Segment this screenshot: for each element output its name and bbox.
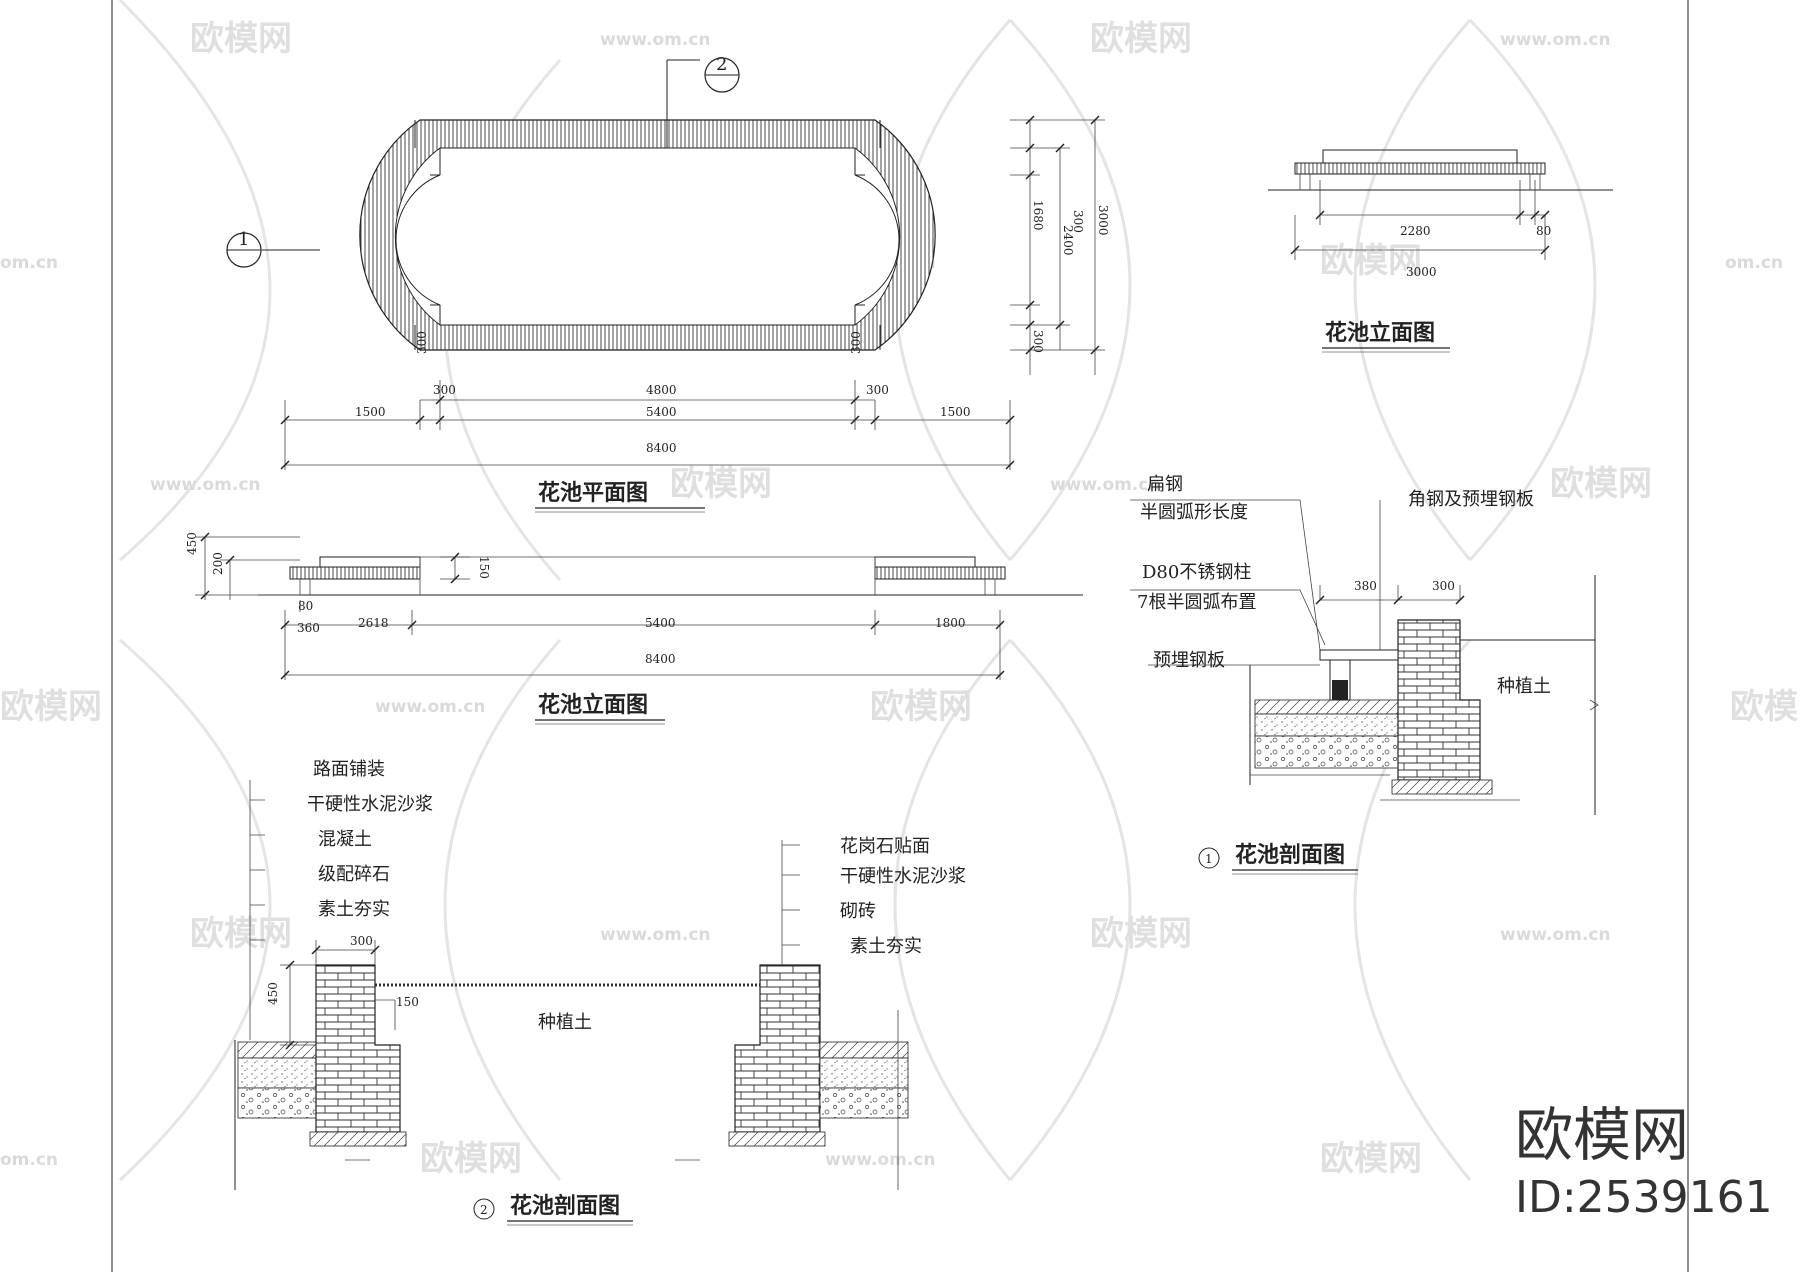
annotation-label: 花岗石贴面 xyxy=(840,836,930,857)
annotation-label: 路面铺装 xyxy=(313,759,385,780)
plan-view: 2 1 1500 300 4800 300 1500 5400 8400 300… xyxy=(226,54,1110,513)
dimension-label: 300 xyxy=(866,383,889,397)
watermark-text: 欧模网 xyxy=(420,1139,522,1179)
drawing-title: 花池立面图 xyxy=(538,692,648,718)
dimension-label: 8400 xyxy=(646,441,677,455)
watermark-text: 欧模网 xyxy=(1550,464,1652,504)
watermark-url: www.om.cn xyxy=(375,697,486,717)
dimension-label: 2280 xyxy=(1400,224,1431,238)
elevation-short: 2280 80 3000 花池立面图 xyxy=(1268,149,1613,353)
annotation-label: 砌砖 xyxy=(840,901,876,922)
watermark-text: 欧模网 xyxy=(1320,241,1422,281)
dimension-label: 300 xyxy=(849,331,863,354)
brand-logo-text: 欧模网 xyxy=(1515,1101,1689,1169)
watermark-url: www.om.cn xyxy=(600,30,711,50)
dimension-label: 150 xyxy=(477,556,491,579)
dimension-label: 80 xyxy=(1536,224,1551,238)
annotation-label: 种植土 xyxy=(1497,676,1551,697)
callout-label: 1 xyxy=(238,229,249,250)
dimension-label: 300 xyxy=(1031,330,1045,353)
watermark-url: www.om.cn xyxy=(825,1150,936,1170)
dimension-label: 300 xyxy=(1071,210,1085,233)
annotation-label: D80不锈钢柱 xyxy=(1142,562,1251,583)
dimension-label: 4800 xyxy=(646,383,677,397)
watermark-text: 欧模网 xyxy=(670,464,772,504)
watermark-url: om.cn xyxy=(0,253,58,273)
drawing-title: 花池剖面图 xyxy=(1235,842,1345,868)
dimension-label: 300 xyxy=(433,383,456,397)
annotation-label: 级配碎石 xyxy=(318,864,390,885)
annotation-label: 素土夯实 xyxy=(318,899,390,920)
watermark-url: www.om.cn xyxy=(150,475,261,495)
dimension-label: 5400 xyxy=(646,405,677,419)
watermark-text: 欧模网 xyxy=(190,19,292,59)
section-marker xyxy=(1198,847,1220,869)
annotation-label: 预埋钢板 xyxy=(1153,650,1225,671)
annotation-label: 种植土 xyxy=(538,1012,592,1033)
watermark-url: www.om.cn xyxy=(600,925,711,945)
annotation-label: 半圆弧形长度 xyxy=(1140,502,1248,523)
dimension-label: 3000 xyxy=(1096,205,1110,236)
drawing-title: 花池剖面图 xyxy=(510,1193,620,1219)
drawing-title: 花池平面图 xyxy=(538,480,648,506)
section-2: 300 450 150 路面铺装 干硬性水泥沙浆 混凝土 级配碎石 素土夯实 花… xyxy=(234,759,966,1226)
dimension-label: 1500 xyxy=(355,405,386,419)
watermark-text: 欧模网 xyxy=(1730,687,1800,727)
dimension-label: 1680 xyxy=(1031,200,1045,231)
section-marker-label: 2 xyxy=(480,1203,488,1217)
watermark-url: om.cn xyxy=(1725,253,1783,273)
watermark-url: www.om.cn xyxy=(1500,30,1611,50)
dimension-label: 360 xyxy=(297,621,320,635)
section-marker xyxy=(473,1198,495,1220)
watermark-text: 欧模网 xyxy=(870,687,972,727)
annotation-label: 7根半圆弧布置 xyxy=(1137,592,1256,613)
watermark-text: 欧模网 xyxy=(1090,19,1192,59)
dimension-label: 1800 xyxy=(935,616,966,630)
callout-label: 2 xyxy=(716,54,727,75)
dimension-label: 5400 xyxy=(645,616,676,630)
annotation-label: 干硬性水泥沙浆 xyxy=(840,866,966,887)
dimension-label: 450 xyxy=(185,532,199,555)
drawing-title: 花池立面图 xyxy=(1325,320,1435,346)
watermark-text: 欧模网 xyxy=(1320,1139,1422,1179)
elevation-long: 450 200 150 80 360 2618 5400 1800 8400 花… xyxy=(185,532,1083,725)
dimension-label: 300 xyxy=(1432,579,1455,593)
watermark-text: 欧模网 xyxy=(190,914,292,954)
dimension-label: 2618 xyxy=(358,616,389,630)
watermark-text: 欧模网 xyxy=(1090,914,1192,954)
dimension-label: 80 xyxy=(298,599,313,613)
annotation-label: 混凝土 xyxy=(318,829,372,850)
watermark-text: 欧模网 xyxy=(0,687,102,727)
watermark-url: www.om.cn xyxy=(1500,925,1611,945)
dimension-label: 150 xyxy=(396,995,419,1009)
section-marker-label: 1 xyxy=(1205,852,1213,866)
dimension-label: 300 xyxy=(350,934,373,948)
annotation-label: 扁钢 xyxy=(1147,474,1183,495)
dimension-label: 380 xyxy=(1354,579,1377,593)
dimension-label: 3000 xyxy=(1406,265,1437,279)
dimension-label: 8400 xyxy=(645,652,676,666)
dimension-label: 300 xyxy=(415,331,429,354)
dimension-label: 200 xyxy=(211,552,225,575)
annotation-label: 素土夯实 xyxy=(850,936,922,957)
watermark-url: om.cn xyxy=(0,1150,58,1170)
annotation-label: 角钢及预埋钢板 xyxy=(1408,489,1534,510)
model-id: ID:2539161 xyxy=(1515,1172,1773,1223)
watermark-url: www.om.cn xyxy=(1050,475,1161,495)
annotation-label: 干硬性水泥沙浆 xyxy=(307,794,433,815)
dimension-label: 450 xyxy=(266,982,280,1005)
dimension-label: 2400 xyxy=(1061,225,1075,256)
section-1: 扁钢 半圆弧形长度 角钢及预埋钢板 D80不锈钢柱 7根半圆弧布置 预埋钢板 种… xyxy=(1130,474,1599,875)
dimension-label: 1500 xyxy=(940,405,971,419)
